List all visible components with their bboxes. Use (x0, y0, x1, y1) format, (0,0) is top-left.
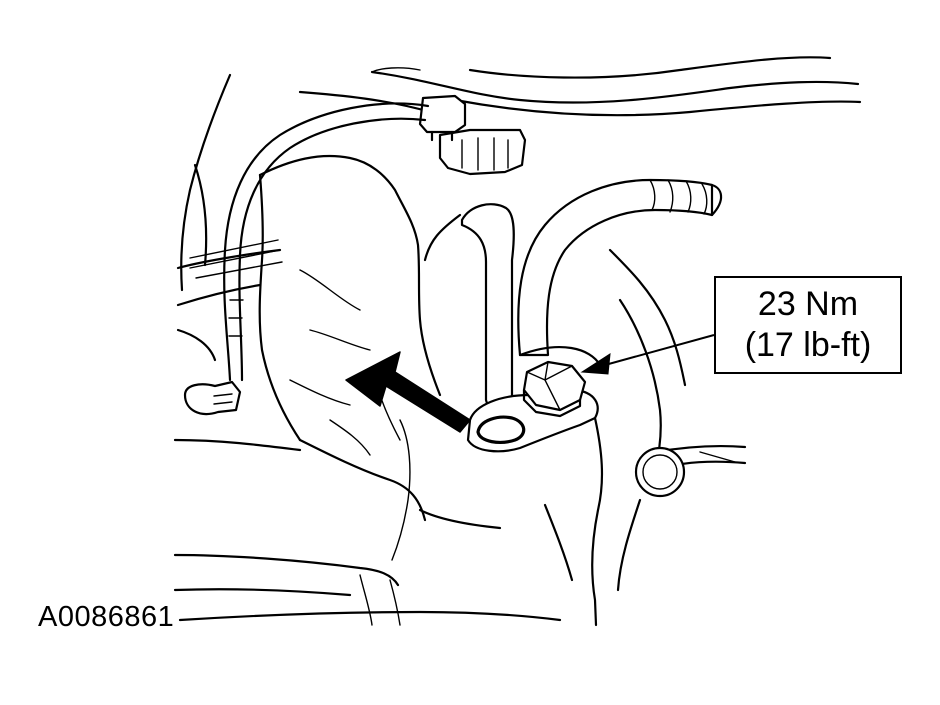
upper-hose-lines (298, 56, 862, 117)
wiring-harness (183, 102, 430, 416)
electrical-connector (418, 94, 527, 176)
engine-block-left (173, 73, 302, 452)
hex-bolt (522, 360, 587, 418)
torque-callout-box: 23 Nm (17 lb-ft) (714, 276, 902, 374)
figure-reference-number: A0086861 (38, 601, 175, 633)
location-arrow (345, 351, 471, 433)
coolant-hose (517, 178, 723, 357)
torque-leader (580, 334, 715, 375)
torque-value-nm: 23 Nm (757, 285, 859, 324)
vacuum-hose (423, 203, 515, 410)
engine-block-right (418, 248, 747, 627)
lower-contours (178, 574, 562, 626)
engine-cover (173, 154, 442, 597)
torque-value-lbft: (17 lb-ft) (744, 326, 872, 364)
